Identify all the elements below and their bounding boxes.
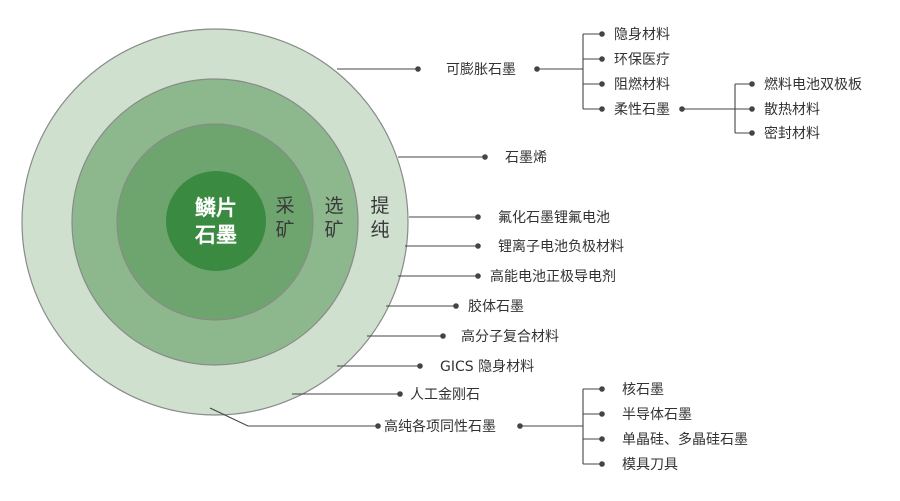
label-anode-material: 锂离子电池负极材料 <box>498 238 624 255</box>
dot <box>475 243 481 249</box>
mining-label-2: 矿 <box>275 219 294 241</box>
label-stealth-material: 隐身材料 <box>614 27 670 43</box>
purification-label-1: 提 <box>370 195 389 217</box>
dot <box>749 81 755 87</box>
mining-label-1: 采 <box>275 195 294 217</box>
dot <box>599 461 605 467</box>
label-bipolar-plate: 燃料电池双极板 <box>764 76 862 93</box>
label-silicon-graphite: 单晶硅、多晶硅石墨 <box>622 431 748 448</box>
connector-isotropic <box>209 407 378 427</box>
beneficiation-label-2: 矿 <box>324 219 343 241</box>
beneficiation-label-1: 选 <box>324 195 343 217</box>
connector-lines <box>209 33 752 465</box>
dot <box>415 66 421 72</box>
label-heat-dissipation: 散热材料 <box>764 102 820 118</box>
label-eco-medical: 环保医疗 <box>614 52 670 68</box>
dot <box>475 214 481 220</box>
label-mold-tool: 模具刀具 <box>622 457 678 473</box>
label-nuclear-graphite: 核石墨 <box>622 382 664 398</box>
purification-label-2: 纯 <box>370 219 389 241</box>
dot <box>453 303 459 309</box>
dot <box>534 66 540 72</box>
dot <box>599 56 605 62</box>
dot <box>417 363 423 369</box>
label-flame-retardant: 阻燃材料 <box>614 76 670 93</box>
label-fluoride-battery: 氟化石墨锂氟电池 <box>498 210 610 226</box>
label-conductive-agent: 高能电池正极导电剂 <box>490 268 616 285</box>
label-gics-stealth: GICS 隐身材料 <box>440 359 534 375</box>
dot <box>749 130 755 136</box>
dot <box>599 386 605 392</box>
dot <box>599 106 605 112</box>
label-expandable-graphite: 可膨胀石墨 <box>446 61 516 78</box>
dot <box>599 411 605 417</box>
dot <box>599 81 605 87</box>
dot <box>599 31 605 37</box>
connector-dots <box>375 31 755 467</box>
center-label-2: 石墨 <box>194 223 237 247</box>
dot <box>599 436 605 442</box>
dot <box>679 106 685 112</box>
dot <box>440 333 446 339</box>
label-polymer-composite: 高分子复合材料 <box>461 328 559 345</box>
dot <box>475 273 481 279</box>
dot <box>397 391 403 397</box>
dot <box>517 423 523 429</box>
core-flake-graphite <box>166 171 266 271</box>
label-semiconductor-graphite: 半导体石墨 <box>622 407 692 423</box>
label-flexible-graphite: 柔性石墨 <box>614 102 670 118</box>
label-isotropic-graphite: 高纯各项同性石墨 <box>384 418 496 435</box>
dot <box>375 423 381 429</box>
label-artificial-diamond: 人工金刚石 <box>410 387 480 403</box>
dot <box>749 106 755 112</box>
center-label-1: 鳞片 <box>195 196 237 220</box>
label-graphene: 石墨烯 <box>505 150 547 166</box>
application-labels: 可膨胀石墨 隐身材料 环保医疗 阻燃材料 柔性石墨 燃料电池双极板 散热材料 密… <box>384 27 862 473</box>
label-colloidal-graphite: 胶体石墨 <box>468 298 524 315</box>
dot <box>482 154 488 160</box>
label-sealing-material: 密封材料 <box>764 125 820 142</box>
